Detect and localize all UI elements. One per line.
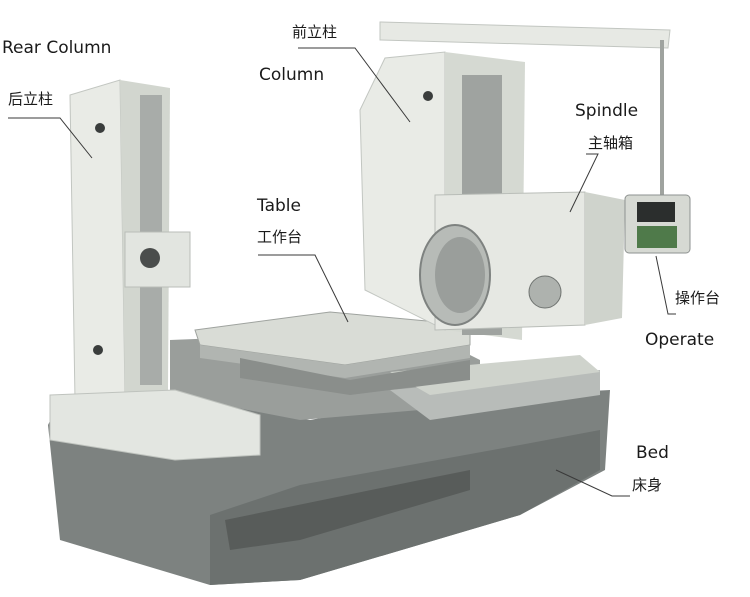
bed-rail-right-top <box>390 355 600 395</box>
leader-spindle <box>569 153 599 213</box>
work-table-base <box>240 358 470 395</box>
operate-label-zh: 操作台 <box>675 289 721 307</box>
leader-table <box>258 254 349 323</box>
operator-panel-screen <box>637 202 675 222</box>
bed-label-zh: 床身 <box>632 476 663 494</box>
rear-column-bracket-bore <box>140 248 160 268</box>
spindle-box-side <box>585 192 625 325</box>
leader-column <box>298 47 411 123</box>
leader-lines <box>8 47 676 497</box>
leader-operate <box>655 255 676 315</box>
rear-column-label-zh: 后立柱 <box>8 90 54 108</box>
leader-bed <box>555 469 630 497</box>
spindle-label-zh: 主轴箱 <box>588 134 634 152</box>
column-label: Column <box>259 65 325 85</box>
rear-column-foot <box>49 389 261 461</box>
rear-column-hole-bottom <box>93 345 103 355</box>
bed-label: Bed <box>636 443 669 463</box>
front-column-crown <box>379 21 671 49</box>
front-column-hole <box>423 91 433 101</box>
rotary-table-face <box>435 237 485 313</box>
operator-panel-keys <box>637 226 677 248</box>
leader-rear-column <box>8 117 93 159</box>
rear-column-label: Rear Column <box>2 38 112 58</box>
column-label-zh: 前立柱 <box>292 23 338 41</box>
operate-label: Operate <box>645 330 715 350</box>
spindle-quill <box>528 275 562 309</box>
table-label-zh: 工作台 <box>257 228 303 246</box>
bed-rail-right <box>390 370 600 420</box>
bed-slots <box>225 470 470 550</box>
rear-column-hole-top <box>95 123 105 133</box>
spindle-label: Spindle <box>575 101 639 121</box>
table-label: Table <box>257 196 301 216</box>
